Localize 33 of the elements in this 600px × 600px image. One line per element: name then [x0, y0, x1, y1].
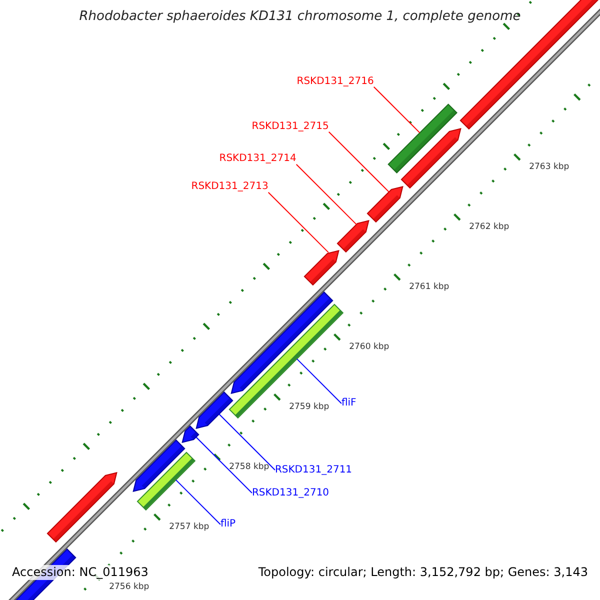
scale-label: 2762 kbp — [469, 223, 510, 232]
scale-label: 2763 kbp — [529, 163, 570, 172]
leader-line — [268, 192, 329, 253]
leader-line — [373, 86, 420, 134]
gene-feature — [196, 391, 234, 430]
leader-line — [196, 436, 252, 494]
leader-line — [296, 358, 342, 404]
leader-line — [328, 131, 390, 192]
gene-feature — [336, 220, 370, 253]
gene-label: RSKD131_2711 — [274, 464, 352, 476]
gene-label: RSKD131_2716 — [296, 76, 374, 87]
footer-text: Accession: NC_011963 — [10, 565, 150, 580]
scale-label: 2761 kbp — [409, 283, 450, 292]
scale-label: 2758 kbp — [229, 463, 270, 472]
gene-feature — [304, 250, 340, 286]
gene-label: fliP — [220, 518, 236, 530]
gene-label: fliF — [341, 398, 356, 409]
gene-feature — [366, 186, 404, 223]
footer-text: Topology: circular; Length: 3,152,792 bp; Genes: 3,143 — [256, 565, 590, 580]
scale-label: 2757 kbp — [169, 523, 210, 532]
gene-label: RSKD131_2715 — [252, 120, 329, 132]
scale-label: 2760 kbp — [349, 343, 390, 352]
gene-feature — [388, 104, 458, 174]
gene-label: RSKD131_2710 — [252, 487, 330, 498]
leader-line — [296, 164, 357, 225]
leader-line — [218, 414, 276, 470]
gene-feature — [182, 425, 200, 444]
gene-feature — [136, 452, 196, 511]
scale-label: 2759 kbp — [289, 403, 330, 412]
gene-label: RSKD131_2713 — [191, 181, 268, 192]
title: Rhodobacter sphaeroides KD131 chromosome 1, complete genome — [79, 10, 521, 24]
scale-label: 2756 kbp — [109, 583, 150, 592]
gene-label: RSKD131_2714 — [219, 153, 296, 164]
